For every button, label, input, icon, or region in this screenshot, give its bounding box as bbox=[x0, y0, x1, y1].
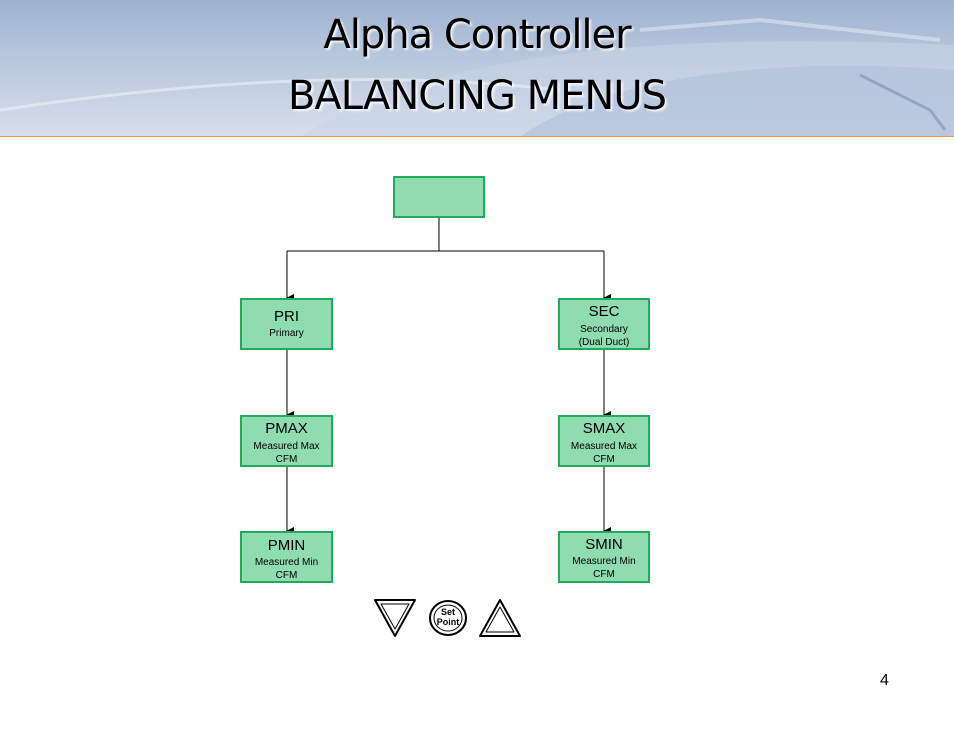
slide-title-line1: Alpha Controller bbox=[323, 12, 631, 58]
node-sec: SEC Secondary (Dual Duct) bbox=[558, 298, 650, 350]
node-pmax-sub2: CFM bbox=[275, 454, 298, 465]
node-smin-label: SMIN bbox=[585, 536, 623, 553]
down-triangle-icon[interactable] bbox=[372, 597, 418, 639]
setpoint-button[interactable]: Set Point bbox=[428, 599, 468, 637]
header-accent-band bbox=[0, 136, 954, 137]
page-number: 4 bbox=[880, 672, 889, 689]
setpoint-label-line2: Point bbox=[436, 617, 460, 627]
node-pri: PRI Primary bbox=[240, 298, 333, 350]
node-pmin-sub1: Measured Min bbox=[254, 557, 319, 568]
node-smax: SMAX Measured Max CFM bbox=[558, 415, 650, 467]
node-pmin: PMIN Measured Min CFM bbox=[240, 531, 333, 583]
node-pri-label: PRI bbox=[273, 308, 299, 325]
slide-title-line2: BALANCING MENUS bbox=[287, 73, 667, 119]
node-pri-sub: Primary bbox=[269, 328, 304, 339]
node-smax-label: SMAX bbox=[582, 420, 626, 437]
node-smax-sub2: CFM bbox=[593, 454, 615, 465]
setpoint-circle-icon bbox=[429, 600, 467, 636]
node-smin-sub1: Measured Min bbox=[572, 556, 636, 567]
node-sec-sub1: Secondary bbox=[580, 324, 628, 335]
header-background-graphic bbox=[0, 17, 954, 137]
node-pmax-sub1: Measured Max bbox=[253, 441, 320, 452]
node-pmax-label: PMAX bbox=[265, 420, 308, 437]
slide-header: Alpha Controller BALANCING MENUS bbox=[0, 0, 954, 137]
setpoint-label-line1: Set bbox=[440, 607, 455, 617]
root-node bbox=[393, 176, 485, 218]
node-sec-sub2: (Dual Duct) bbox=[578, 337, 630, 348]
node-pmin-label: PMIN bbox=[267, 537, 306, 554]
node-pmin-sub2: CFM bbox=[275, 570, 298, 581]
node-sec-label: SEC bbox=[588, 303, 620, 320]
node-smin: SMIN Measured Min CFM bbox=[558, 531, 650, 583]
node-smax-sub1: Measured Max bbox=[570, 441, 638, 452]
node-pmax: PMAX Measured Max CFM bbox=[240, 415, 333, 467]
node-smin-sub2: CFM bbox=[593, 569, 615, 580]
up-triangle-icon[interactable] bbox=[477, 597, 523, 639]
